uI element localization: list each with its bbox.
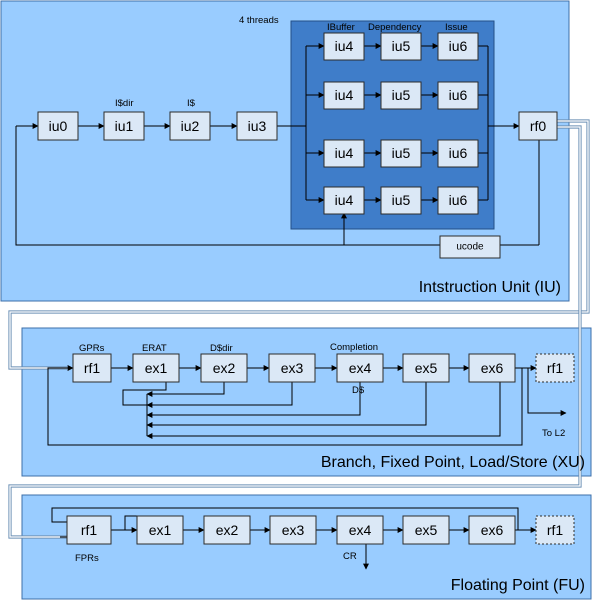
thread-row-4: iu4 iu5 iu6 — [323, 186, 479, 215]
svg-text:iu5: iu5 — [392, 145, 411, 161]
xu-stage-rf1: rf1 — [72, 353, 112, 383]
svg-text:rf1: rf1 — [84, 360, 101, 376]
fu-stage-rf1: rf1 — [66, 515, 112, 545]
iu-stage-iu0: iu0 — [37, 111, 79, 141]
svg-text:iu4: iu4 — [335, 38, 354, 54]
fu-stage-ex4: ex4 — [336, 515, 384, 545]
svg-text:ex6: ex6 — [481, 522, 504, 538]
svg-text:iu5: iu5 — [392, 87, 411, 103]
label-gprs: GPRs — [79, 343, 105, 354]
xu-stage-ex5: ex5 — [402, 353, 450, 383]
xu-stage-ex2: ex2 — [200, 353, 248, 383]
svg-text:ex4: ex4 — [349, 360, 372, 376]
label-fprs: FPRs — [75, 553, 99, 564]
label-idir: I$dir — [115, 98, 133, 109]
label-ddir: D$dir — [210, 343, 233, 354]
label-dcache: D$ — [352, 385, 365, 396]
xu-stage-ex1: ex1 — [132, 353, 180, 383]
label-erat: ERAT — [142, 343, 167, 354]
col-label-dependency: Dependency — [368, 22, 422, 33]
svg-text:ucode: ucode — [456, 242, 484, 253]
label-cr: CR — [343, 551, 357, 562]
fu-stage-ex5: ex5 — [402, 515, 450, 545]
iu-to-xu-bus — [8, 119, 590, 370]
label-completion: Completion — [330, 342, 378, 353]
iu-stage-iu2: iu2 — [169, 111, 211, 141]
svg-text:ex2: ex2 — [216, 522, 239, 538]
xu-stage-writeback: rf1 — [535, 353, 575, 383]
col-label-ibuffer: IBuffer — [327, 22, 355, 33]
svg-text:ex4: ex4 — [349, 522, 372, 538]
svg-text:ex3: ex3 — [282, 522, 305, 538]
svg-text:iu6: iu6 — [449, 38, 468, 54]
svg-text:ex6: ex6 — [481, 360, 504, 376]
svg-text:iu6: iu6 — [449, 145, 468, 161]
svg-text:ex5: ex5 — [415, 522, 438, 538]
svg-text:iu5: iu5 — [392, 192, 411, 208]
label-icache: I$ — [187, 98, 196, 109]
thread-row-3: iu4 iu5 iu6 — [323, 139, 479, 168]
xu-title: Branch, Fixed Point, Load/Store (XU) — [321, 454, 585, 471]
fu-stage-ex6: ex6 — [468, 515, 516, 545]
svg-text:rf1: rf1 — [547, 522, 564, 538]
fu-title: Floating Point (FU) — [451, 577, 585, 594]
svg-text:ex1: ex1 — [145, 360, 168, 376]
xu-wires — [47, 365, 567, 446]
ucode-box: ucode — [439, 235, 501, 259]
threads-label: 4 threads — [239, 15, 279, 26]
svg-text:iu4: iu4 — [335, 192, 354, 208]
label-to-l2: To L2 — [542, 428, 565, 439]
fu-wires — [51, 507, 537, 570]
svg-text:iu0: iu0 — [49, 118, 68, 134]
iu-title: Intstruction Unit (IU) — [419, 279, 561, 296]
svg-text:iu1: iu1 — [115, 118, 134, 134]
svg-text:ex1: ex1 — [149, 522, 172, 538]
svg-text:iu3: iu3 — [248, 118, 267, 134]
iu-to-fu-bus — [8, 125, 582, 539]
svg-text:ex5: ex5 — [415, 360, 438, 376]
iu-stage-iu3: iu3 — [236, 111, 278, 141]
svg-text:rf1: rf1 — [81, 522, 98, 538]
iu-wires — [15, 43, 540, 246]
svg-text:ex3: ex3 — [281, 360, 304, 376]
thread-row-1: iu4 iu5 iu6 — [323, 32, 479, 61]
xu-stage-ex6: ex6 — [468, 353, 516, 383]
svg-text:iu6: iu6 — [449, 192, 468, 208]
fu-stage-writeback: rf1 — [535, 515, 575, 545]
svg-text:iu6: iu6 — [449, 87, 468, 103]
iu-stage-iu1: iu1 — [103, 111, 145, 141]
fu-stage-ex1: ex1 — [136, 515, 184, 545]
fu-stage-ex2: ex2 — [203, 515, 251, 545]
thread-row-2: iu4 iu5 iu6 — [323, 81, 479, 110]
svg-text:iu4: iu4 — [335, 145, 354, 161]
xu-panel — [21, 327, 592, 477]
svg-text:iu4: iu4 — [335, 87, 354, 103]
iu-stage-rf0: rf0 — [518, 111, 558, 141]
svg-text:iu5: iu5 — [392, 38, 411, 54]
svg-text:rf0: rf0 — [530, 118, 547, 134]
svg-text:ex2: ex2 — [213, 360, 236, 376]
xu-stage-ex3: ex3 — [268, 353, 316, 383]
svg-text:rf1: rf1 — [547, 360, 564, 376]
fu-stage-ex3: ex3 — [269, 515, 317, 545]
fu-panel — [21, 494, 592, 600]
svg-text:iu2: iu2 — [181, 118, 200, 134]
col-label-issue: Issue — [445, 22, 468, 33]
xu-stage-ex4: ex4 — [336, 353, 384, 383]
